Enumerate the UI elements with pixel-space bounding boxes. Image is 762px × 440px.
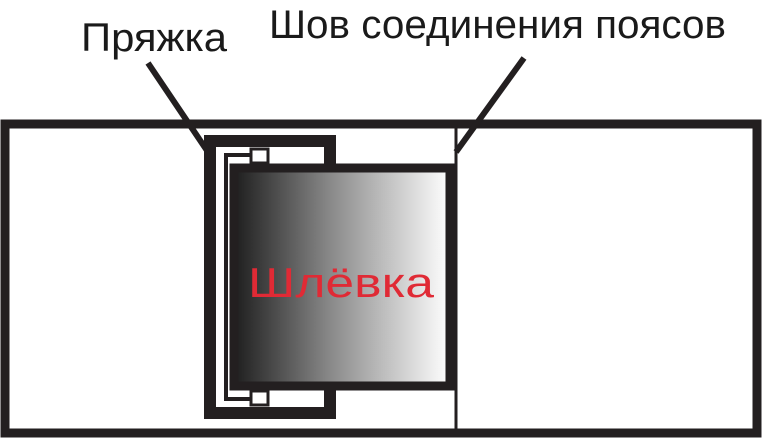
belt-seam-label: Шов соединения поясов [269,3,726,47]
buckle-prong-bottom [249,389,270,407]
belt-loop [229,163,455,391]
buckle-prong-top [249,147,270,165]
buckle-label: Пряжка [81,16,228,60]
belt-loop-label: Шлёвка [248,259,435,306]
buckle-leader-line [145,61,215,160]
seam-leader-line [453,56,527,154]
